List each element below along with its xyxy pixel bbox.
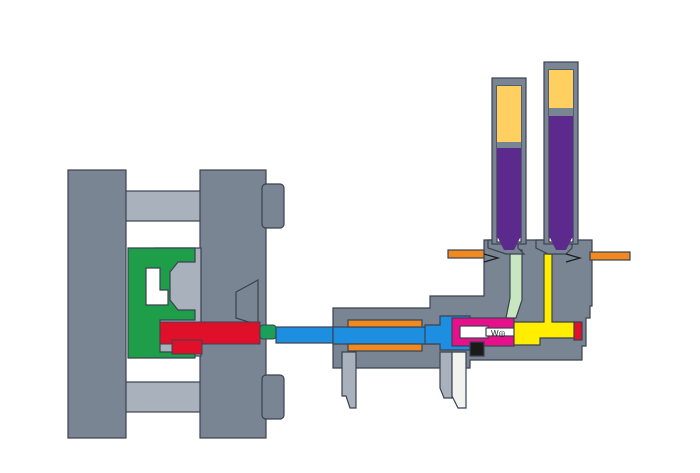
check-left bbox=[483, 253, 501, 263]
piston-right-rod bbox=[549, 108, 573, 116]
mold-core-slot bbox=[145, 267, 169, 306]
piston-right bbox=[549, 70, 573, 108]
barrel-melt bbox=[332, 326, 436, 345]
light-green-channel bbox=[505, 249, 523, 319]
spool-window bbox=[459, 325, 489, 339]
cylinder-right-taper bbox=[549, 236, 573, 250]
orange-plate-top bbox=[347, 319, 423, 328]
yellow-end-cap bbox=[573, 321, 583, 341]
orange-pin-right bbox=[589, 251, 631, 261]
stationary-platen bbox=[67, 169, 127, 439]
fluid-right bbox=[549, 116, 573, 238]
tie-bar-nut-bottom bbox=[261, 374, 285, 420]
orange-pin-left bbox=[447, 249, 485, 259]
injection-unit: W◎ bbox=[275, 61, 631, 409]
orange-plate-bottom bbox=[347, 343, 423, 352]
black-block bbox=[469, 341, 485, 357]
check-valve-symbol: W◎ bbox=[491, 329, 506, 338]
nozzle-tip bbox=[259, 324, 277, 340]
piston-left bbox=[497, 86, 521, 142]
nozzle-barrel bbox=[275, 326, 335, 344]
drain-middle bbox=[439, 351, 453, 399]
check-right bbox=[565, 253, 583, 263]
runner-channel bbox=[171, 339, 203, 355]
cylinder-left-taper bbox=[497, 236, 521, 250]
fluid-left bbox=[497, 148, 521, 238]
tie-bar-nut-top bbox=[261, 183, 285, 229]
drain-left bbox=[341, 351, 357, 409]
clamping-unit bbox=[67, 169, 285, 439]
piston-left-rod bbox=[497, 142, 521, 148]
drain-right bbox=[451, 351, 467, 409]
